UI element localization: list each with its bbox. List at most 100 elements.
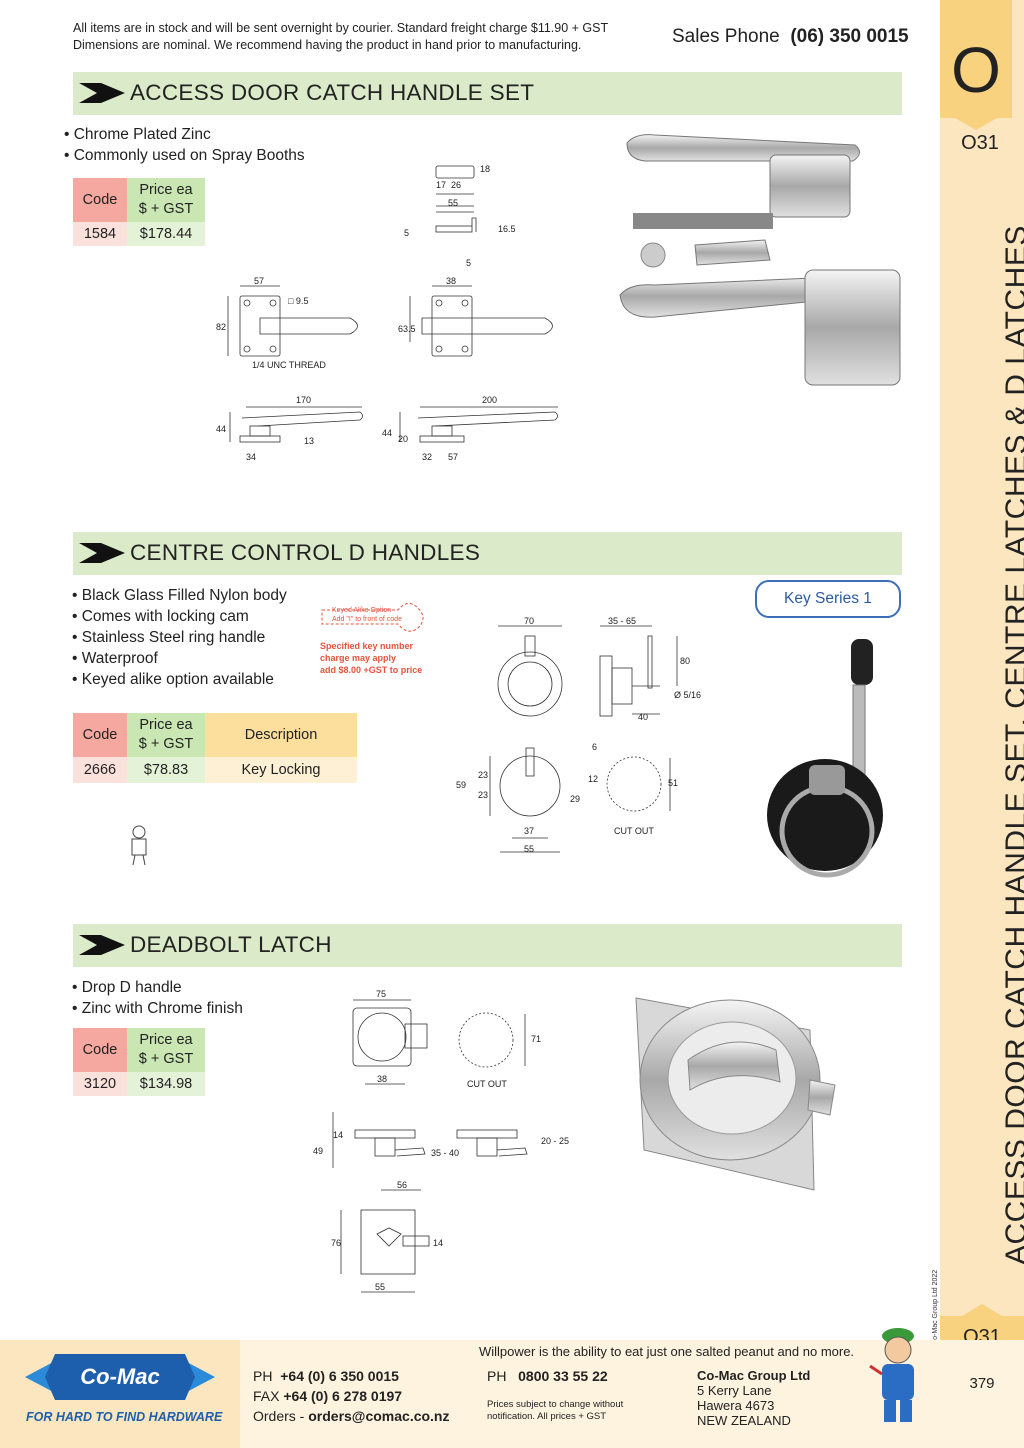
dim-label: 16.5 [498,224,516,234]
footer-quote: Willpower is the ability to eat just one… [479,1344,855,1359]
dim-label: □ 9.5 [288,296,308,306]
dim-label: 23 [478,790,488,800]
arrow-icon [79,543,125,563]
side-tab [940,0,1024,1340]
centre-control-drawing: 70 35 - 65 80 Ø 5/16 40 6 59 23 23 12 29… [456,616,701,854]
dim-label: 13 [304,436,314,446]
header-notice: All items are in stock and will be sent … [73,20,608,54]
tab-code-top: O31 [961,132,999,154]
keyed-option-code: Add "I" to front of code [332,616,402,623]
dim-label: 80 [680,656,690,666]
dim-label: 44 [216,424,226,434]
dim-label: 14 [433,1238,443,1248]
key-series-badge: Key Series 1 [755,580,901,618]
dim-label: 55 [448,198,458,208]
dim-label: 82 [216,322,226,332]
feature-item: Stainless Steel ring handle [72,627,287,648]
dim-label: 57 [448,452,458,462]
feature-item: Chrome Plated Zinc [64,124,305,145]
dim-label: 26 [451,180,461,190]
deadbolt-drawing: 75 71 38 CUT OUT 49 14 35 - 40 20 - 25 5… [313,989,569,1293]
dim-label: Ø 5/16 [674,690,701,700]
comac-logo: Co-Mac [25,1354,215,1400]
tab-code-bottom-pointer [962,1304,1002,1316]
dim-label: 63.5 [398,324,416,334]
sales-phone: Sales Phone (06) 350 0015 [672,26,909,48]
dim-label: 18 [480,164,490,174]
dim-label: 20 - 25 [541,1136,569,1146]
feature-list: Chrome Plated Zinc Commonly used on Spra… [64,124,305,166]
mascot-icon [869,1328,914,1422]
mascot-small-icon [131,825,147,866]
cell-code: 2666 [73,757,127,783]
dim-label: 35 - 65 [608,616,636,626]
feature-item: Comes with locking cam [72,606,287,627]
notice-line-2: Dimensions are nominal. We recommend hav… [73,38,582,52]
dim-label: 56 [397,1180,407,1190]
footer-phone-2: PH 0800 33 55 22 [487,1366,608,1386]
notice-line-1: All items are in stock and will be sent … [73,21,609,35]
dim-label: 23 [478,770,488,780]
dim-label: 200 [482,395,497,405]
section-header-deadbolt: DEADBOLT LATCH [73,924,902,967]
dim-label: 70 [524,616,534,626]
keyed-note: Specified key number charge may apply ad… [320,641,423,675]
company-name: Co-Mac Group Ltd [697,1368,811,1383]
feature-item: Waterproof [72,648,287,669]
dim-label: 40 [638,712,648,722]
header-code: Code [73,178,127,222]
orders-label: Orders - [253,1408,305,1424]
dim-label: 12 [588,774,598,784]
dim-label: 32 [422,452,432,462]
dim-label: 17 [436,180,446,190]
centre-control-handle-photo [767,639,883,878]
section-title: ACCESS DOOR CATCH HANDLE SET [130,80,535,105]
dim-label: 49 [313,1146,323,1156]
feature-list: Drop D handle Zinc with Chrome finish [72,977,243,1019]
ph-value[interactable]: +64 (0) 6 350 0015 [280,1368,399,1384]
dim-label: 38 [446,276,456,286]
dim-label: 37 [524,826,534,836]
dim-label: 5 [404,228,409,238]
sales-phone-label: Sales Phone [672,26,780,47]
ph2-value[interactable]: 0800 33 55 22 [518,1368,608,1384]
ph2-label: PH [487,1368,507,1384]
dim-label: 51 [668,778,678,788]
feature-list: Black Glass Filled Nylon body Comes with… [72,585,287,690]
section-title: CENTRE CONTROL D HANDLES [130,540,481,565]
arrow-icon [79,83,125,103]
tab-letter: O [951,34,1001,106]
key-icon: Keyed Alike Option Add "I" to front of c… [321,603,424,632]
sales-phone-number[interactable]: (06) 350 0015 [790,26,909,47]
dim-label: 34 [246,452,256,462]
dim-label: 20 [398,434,408,444]
access-door-drawing: 18 17 26 55 5 16.5 5 57 □ 9.5 82 38 63.5… [216,164,558,462]
header-code: Code [73,713,127,757]
dim-label: 75 [376,989,386,999]
dim-label: 29 [570,794,580,804]
access-door-handle-photo [619,134,901,386]
dim-label: 5 [466,258,471,268]
deadbolt-latch-photo [635,997,836,1191]
dim-label: 44 [382,428,392,438]
arrow-icon [79,935,125,955]
fax-value: +64 (0) 6 278 0197 [283,1388,403,1404]
tab-letter-pointer [955,118,997,130]
header-price: Price ea$ + GST [127,1028,205,1072]
price-table: Code Price ea$ + GST 1584 $178.44 [73,178,205,246]
dim-label: 6 [592,742,597,752]
orders-email[interactable]: orders@comac.co.nz [308,1408,450,1424]
keyed-option-label: Keyed Alike Option [332,607,391,614]
cell-price: $178.44 [127,222,205,246]
dim-label: 71 [531,1034,541,1044]
prices-note: Prices subject to change without notific… [487,1399,624,1422]
dim-label: 35 - 40 [431,1148,459,1158]
footer-contacts: PH +64 (0) 6 350 0015 FAX +64 (0) 6 278 … [253,1366,450,1426]
header-price: Price ea$ + GST [127,178,205,222]
dim-label: CUT OUT [467,1079,507,1089]
dim-label: 170 [296,395,311,405]
dim-label: 1/4 UNC THREAD [252,360,326,370]
section-header-centre-control: CENTRE CONTROL D HANDLES [73,532,902,575]
side-title: ACCESS DOOR CATCH HANDLE SET, CENTRE LAT… [1000,225,1024,1265]
dim-label: CUT OUT [614,826,654,836]
